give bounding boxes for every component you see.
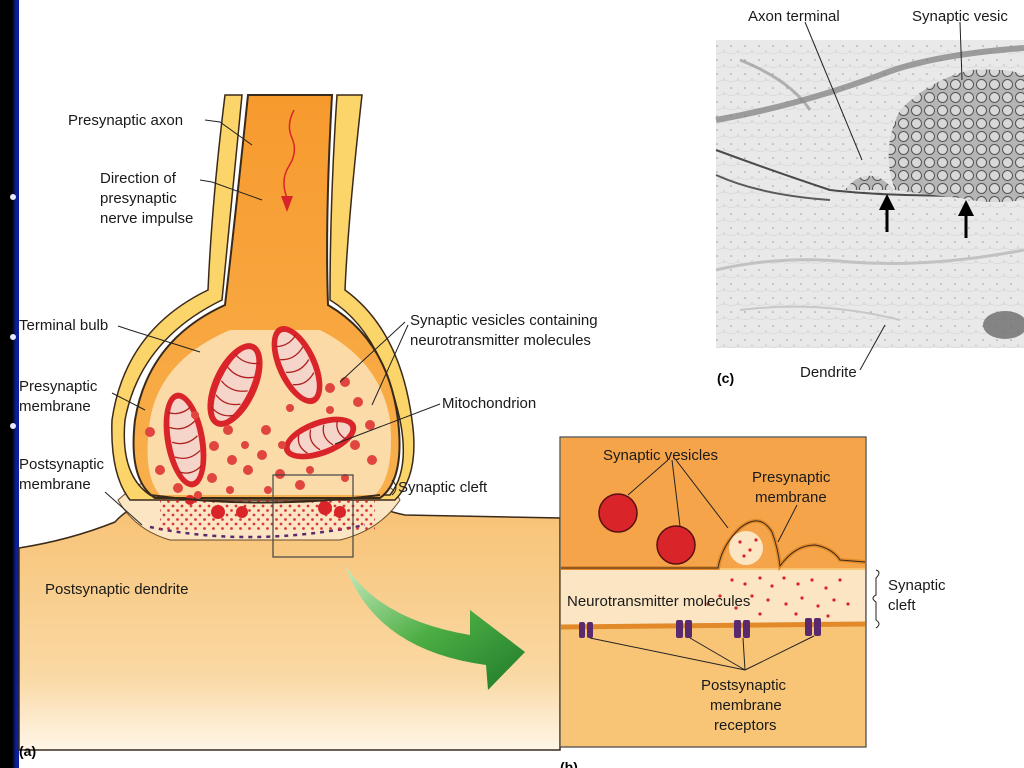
zoom-arrow <box>345 565 525 690</box>
label-c-synaptic-vesicles: Synaptic vesic <box>912 8 1008 25</box>
mitochondrion <box>271 326 323 404</box>
label-direction-line2: presynaptic <box>100 190 177 207</box>
label-c-axon-terminal: Axon terminal <box>748 8 840 25</box>
panel-c: Axon terminal Synaptic vesic Dendrite (c… <box>715 8 1024 398</box>
panel-b-receptor <box>579 622 593 638</box>
label-b-neurotransmitter: Neurotransmitter molecules <box>567 593 750 610</box>
presynaptic-membrane-line <box>149 494 381 504</box>
label-mitochondrion: Mitochondrion <box>442 395 536 412</box>
mitochondrion <box>207 343 263 427</box>
bullet-dot <box>10 194 16 200</box>
label-b-cleft-line1: Synaptic <box>888 577 946 594</box>
label-vesicles-line1: Synaptic vesicles containing <box>410 312 598 329</box>
fusion-bursts <box>185 495 346 519</box>
panel-b-fusing-vesicle <box>729 531 763 565</box>
label-postsynaptic-membrane-line1: Postsynaptic <box>19 456 105 473</box>
panel-b-receptor <box>805 618 821 636</box>
panel-b-neurotransmitter <box>706 538 850 618</box>
panel-a: Presynaptic axon Direction of presynapti… <box>18 94 598 759</box>
panel-b-letter: (b) <box>560 759 578 768</box>
label-presynaptic-membrane-line2: membrane <box>19 398 91 415</box>
terminal-bulb-interior <box>147 330 391 495</box>
label-postsynaptic-dendrite: Postsynaptic dendrite <box>45 581 188 598</box>
em-vesicle-cluster <box>888 69 1024 203</box>
panel-b-vesicle <box>598 493 638 533</box>
impulse-arrow <box>283 109 296 199</box>
label-presynaptic-membrane-line1: Presynaptic <box>19 378 98 395</box>
label-b-receptors-line3: receptors <box>714 717 777 734</box>
panel-b: Synaptic vesicles Presynaptic membrane S… <box>559 436 946 768</box>
label-b-synaptic-vesicles: Synaptic vesicles <box>603 447 718 464</box>
label-b-receptors-line1: Postsynaptic <box>701 677 787 694</box>
zoom-box <box>272 474 354 558</box>
panel-a-letter: (a) <box>19 743 36 759</box>
bullet-dot <box>10 423 16 429</box>
bullet-dot <box>10 334 16 340</box>
panel-b-cleft <box>561 570 865 625</box>
label-direction-line1: Direction of <box>100 170 177 187</box>
impulse-arrowhead <box>281 196 293 212</box>
synaptic-vesicles <box>145 377 377 499</box>
label-c-dendrite: Dendrite <box>800 364 857 381</box>
label-terminal-bulb: Terminal bulb <box>19 317 108 334</box>
panel-c-letter: (c) <box>717 370 734 386</box>
em-arrow <box>879 194 895 232</box>
label-b-presynaptic-line1: Presynaptic <box>752 469 831 486</box>
label-presynaptic-axon: Presynaptic axon <box>68 112 183 129</box>
terminal-bulb-sheath <box>111 94 415 501</box>
label-direction-line3: nerve impulse <box>100 210 193 227</box>
label-postsynaptic-membrane-line2: membrane <box>19 476 91 493</box>
panel-b-receptor <box>676 620 692 638</box>
label-b-receptors-line2: membrane <box>710 697 782 714</box>
label-b-presynaptic-line2: membrane <box>755 489 827 506</box>
label-b-cleft-line2: cleft <box>888 597 916 614</box>
label-vesicles-line2: neurotransmitter molecules <box>410 332 591 349</box>
panel-b-receptor <box>734 620 750 638</box>
mitochondrion <box>283 416 357 460</box>
em-arrow <box>958 200 974 238</box>
panel-b-vesicle <box>656 525 696 565</box>
label-synaptic-cleft: Synaptic cleft <box>398 479 488 496</box>
